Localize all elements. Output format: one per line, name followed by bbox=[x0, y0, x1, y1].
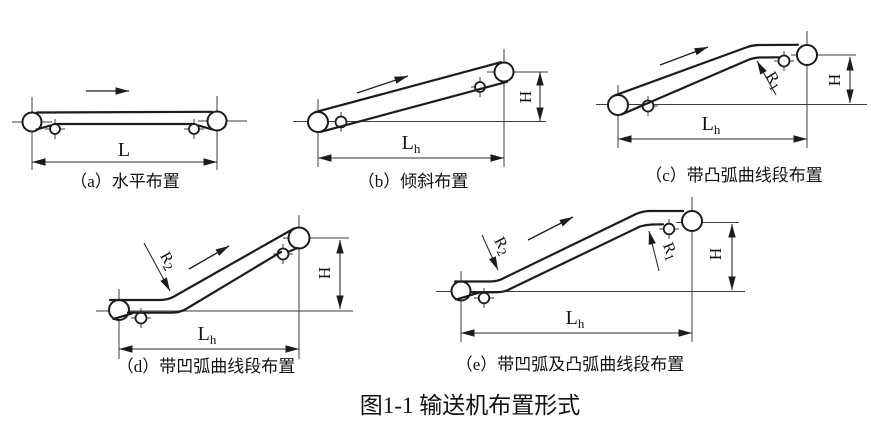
caption-a: （a）水平布置 bbox=[70, 172, 180, 191]
head-pulley bbox=[681, 210, 703, 232]
direction-arrow-icon bbox=[356, 75, 409, 94]
diagram-concave-curve: R2 H Lh （d）带凹弧曲线段布置 bbox=[96, 215, 353, 376]
belt bbox=[313, 61, 509, 133]
height-label: H bbox=[315, 267, 334, 279]
direction-arrow-icon bbox=[659, 46, 709, 66]
figure-caption: 图1-1 输送机布置形式 bbox=[360, 393, 580, 418]
snub-pulley-right bbox=[777, 54, 791, 68]
belt bbox=[453, 209, 685, 301]
centerlines bbox=[596, 31, 867, 148]
radius2-label: R2 bbox=[489, 234, 514, 258]
radius1-label: R1 bbox=[760, 69, 785, 94]
radius2-leader-arrow bbox=[481, 234, 499, 271]
direction-arrow-icon bbox=[527, 216, 574, 241]
caption-e: （e）带凹弧及凸弧曲线段布置 bbox=[456, 355, 685, 374]
tail-pulley bbox=[21, 111, 43, 133]
caption-c: （c）带凸弧曲线段布置 bbox=[645, 166, 823, 185]
length-label: Lh bbox=[566, 307, 585, 331]
caption-b: （b）倾斜布置 bbox=[358, 172, 469, 191]
belt bbox=[613, 43, 800, 116]
radius1-leader-arrow bbox=[648, 230, 660, 272]
tail-pulley bbox=[307, 111, 329, 133]
snub-pulley-left bbox=[134, 311, 148, 325]
diagram-inclined: H Lh （b）倾斜布置 bbox=[293, 49, 548, 191]
head-pulley bbox=[493, 61, 515, 83]
diagram-concave-convex-curve: R2 R1 H Lh （e）带凹弧及凸弧曲线段布置 bbox=[436, 197, 745, 374]
diagram-horizontal: L （a）水平布置 bbox=[12, 87, 247, 191]
height-label: H bbox=[825, 74, 844, 86]
head-pulley bbox=[287, 226, 311, 250]
diagram-convex-curve: R1 H Lh （c）带凸弧曲线段布置 bbox=[596, 31, 867, 185]
snub-pulley-right bbox=[662, 222, 676, 236]
head-pulley bbox=[796, 44, 818, 66]
radius1-leader-arrow bbox=[756, 60, 777, 96]
radius2-leader-arrow bbox=[143, 242, 171, 292]
belt bbox=[35, 110, 214, 131]
length-label: Lh bbox=[702, 113, 721, 137]
head-pulley bbox=[206, 110, 228, 132]
length-label: Lh bbox=[402, 132, 421, 156]
height-label: H bbox=[516, 91, 535, 103]
direction-arrow-icon bbox=[188, 245, 230, 270]
caption-d: （d）带凹弧曲线段布置 bbox=[117, 357, 296, 376]
length-label: Lh bbox=[198, 323, 217, 347]
snub-pulley-left bbox=[477, 291, 491, 305]
radius1-label: R1 bbox=[657, 240, 681, 263]
height-label: H bbox=[706, 248, 725, 260]
length-label: L bbox=[118, 139, 130, 161]
belt bbox=[108, 227, 299, 321]
